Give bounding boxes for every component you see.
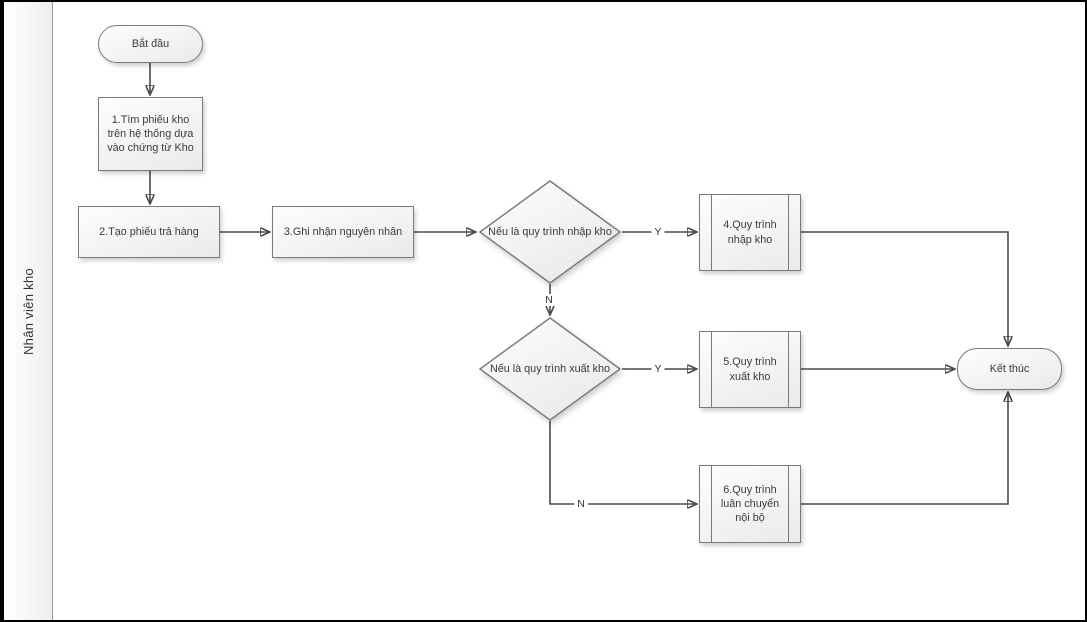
start-node: Bắt đầu [98,25,203,63]
decision-xuat-kho: Nếu là quy trình xuất kho [478,317,622,421]
decision-nhap-kho-label: Nếu là quy trình nhập kho [488,225,612,238]
connector-step6-end [801,392,1008,505]
process-step1: 1.Tìm phiếu kho trên hệ thống dựa vào ch… [98,97,203,171]
subprocess-step5-label: 5.Quy trình xuất kho [723,356,777,383]
connector-step4-end [801,231,1008,346]
edge-label-nhap-yes: Y [651,226,665,238]
connector-decision-xuat-step6-no [549,421,697,504]
diamond-shape-icon [478,180,622,284]
process-step1-label: 1.Tìm phiếu kho trên hệ thống dựa vào ch… [107,113,194,155]
subprocess-step4: 4.Quy trình nhập kho [699,194,801,271]
subprocess-step4-label: 4.Quy trình nhập kho [723,219,777,246]
end-node-label: Kết thúc [989,362,1030,375]
process-step3-label: 3.Ghi nhận nguyên nhân [283,225,403,238]
edge-label-xuat-yes: Y [651,363,665,375]
subprocess-step6-label: 6.Quy trình luân chuyển nội bộ [720,483,780,525]
subprocess-step6: 6.Quy trình luân chuyển nội bộ [699,465,801,543]
start-node-label: Bắt đầu [131,37,170,50]
decision-nhap-kho: Nếu là quy trình nhập kho [478,180,622,284]
subprocess-step5: 5.Quy trình xuất kho [699,331,801,408]
decision-xuat-kho-label: Nếu là quy trình xuất kho [489,362,611,375]
process-step3: 3.Ghi nhận nguyên nhân [272,206,414,258]
diamond-shape-icon [478,317,622,421]
end-node: Kết thúc [957,348,1062,390]
swimlane-header: Nhân viên kho [4,2,53,620]
process-step2-label: 2.Tạo phiếu trả hàng [99,225,199,238]
process-step2: 2.Tạo phiếu trả hàng [78,206,220,258]
edge-label-nhap-no: N [542,294,556,306]
edge-label-xuat-no: N [574,498,588,510]
